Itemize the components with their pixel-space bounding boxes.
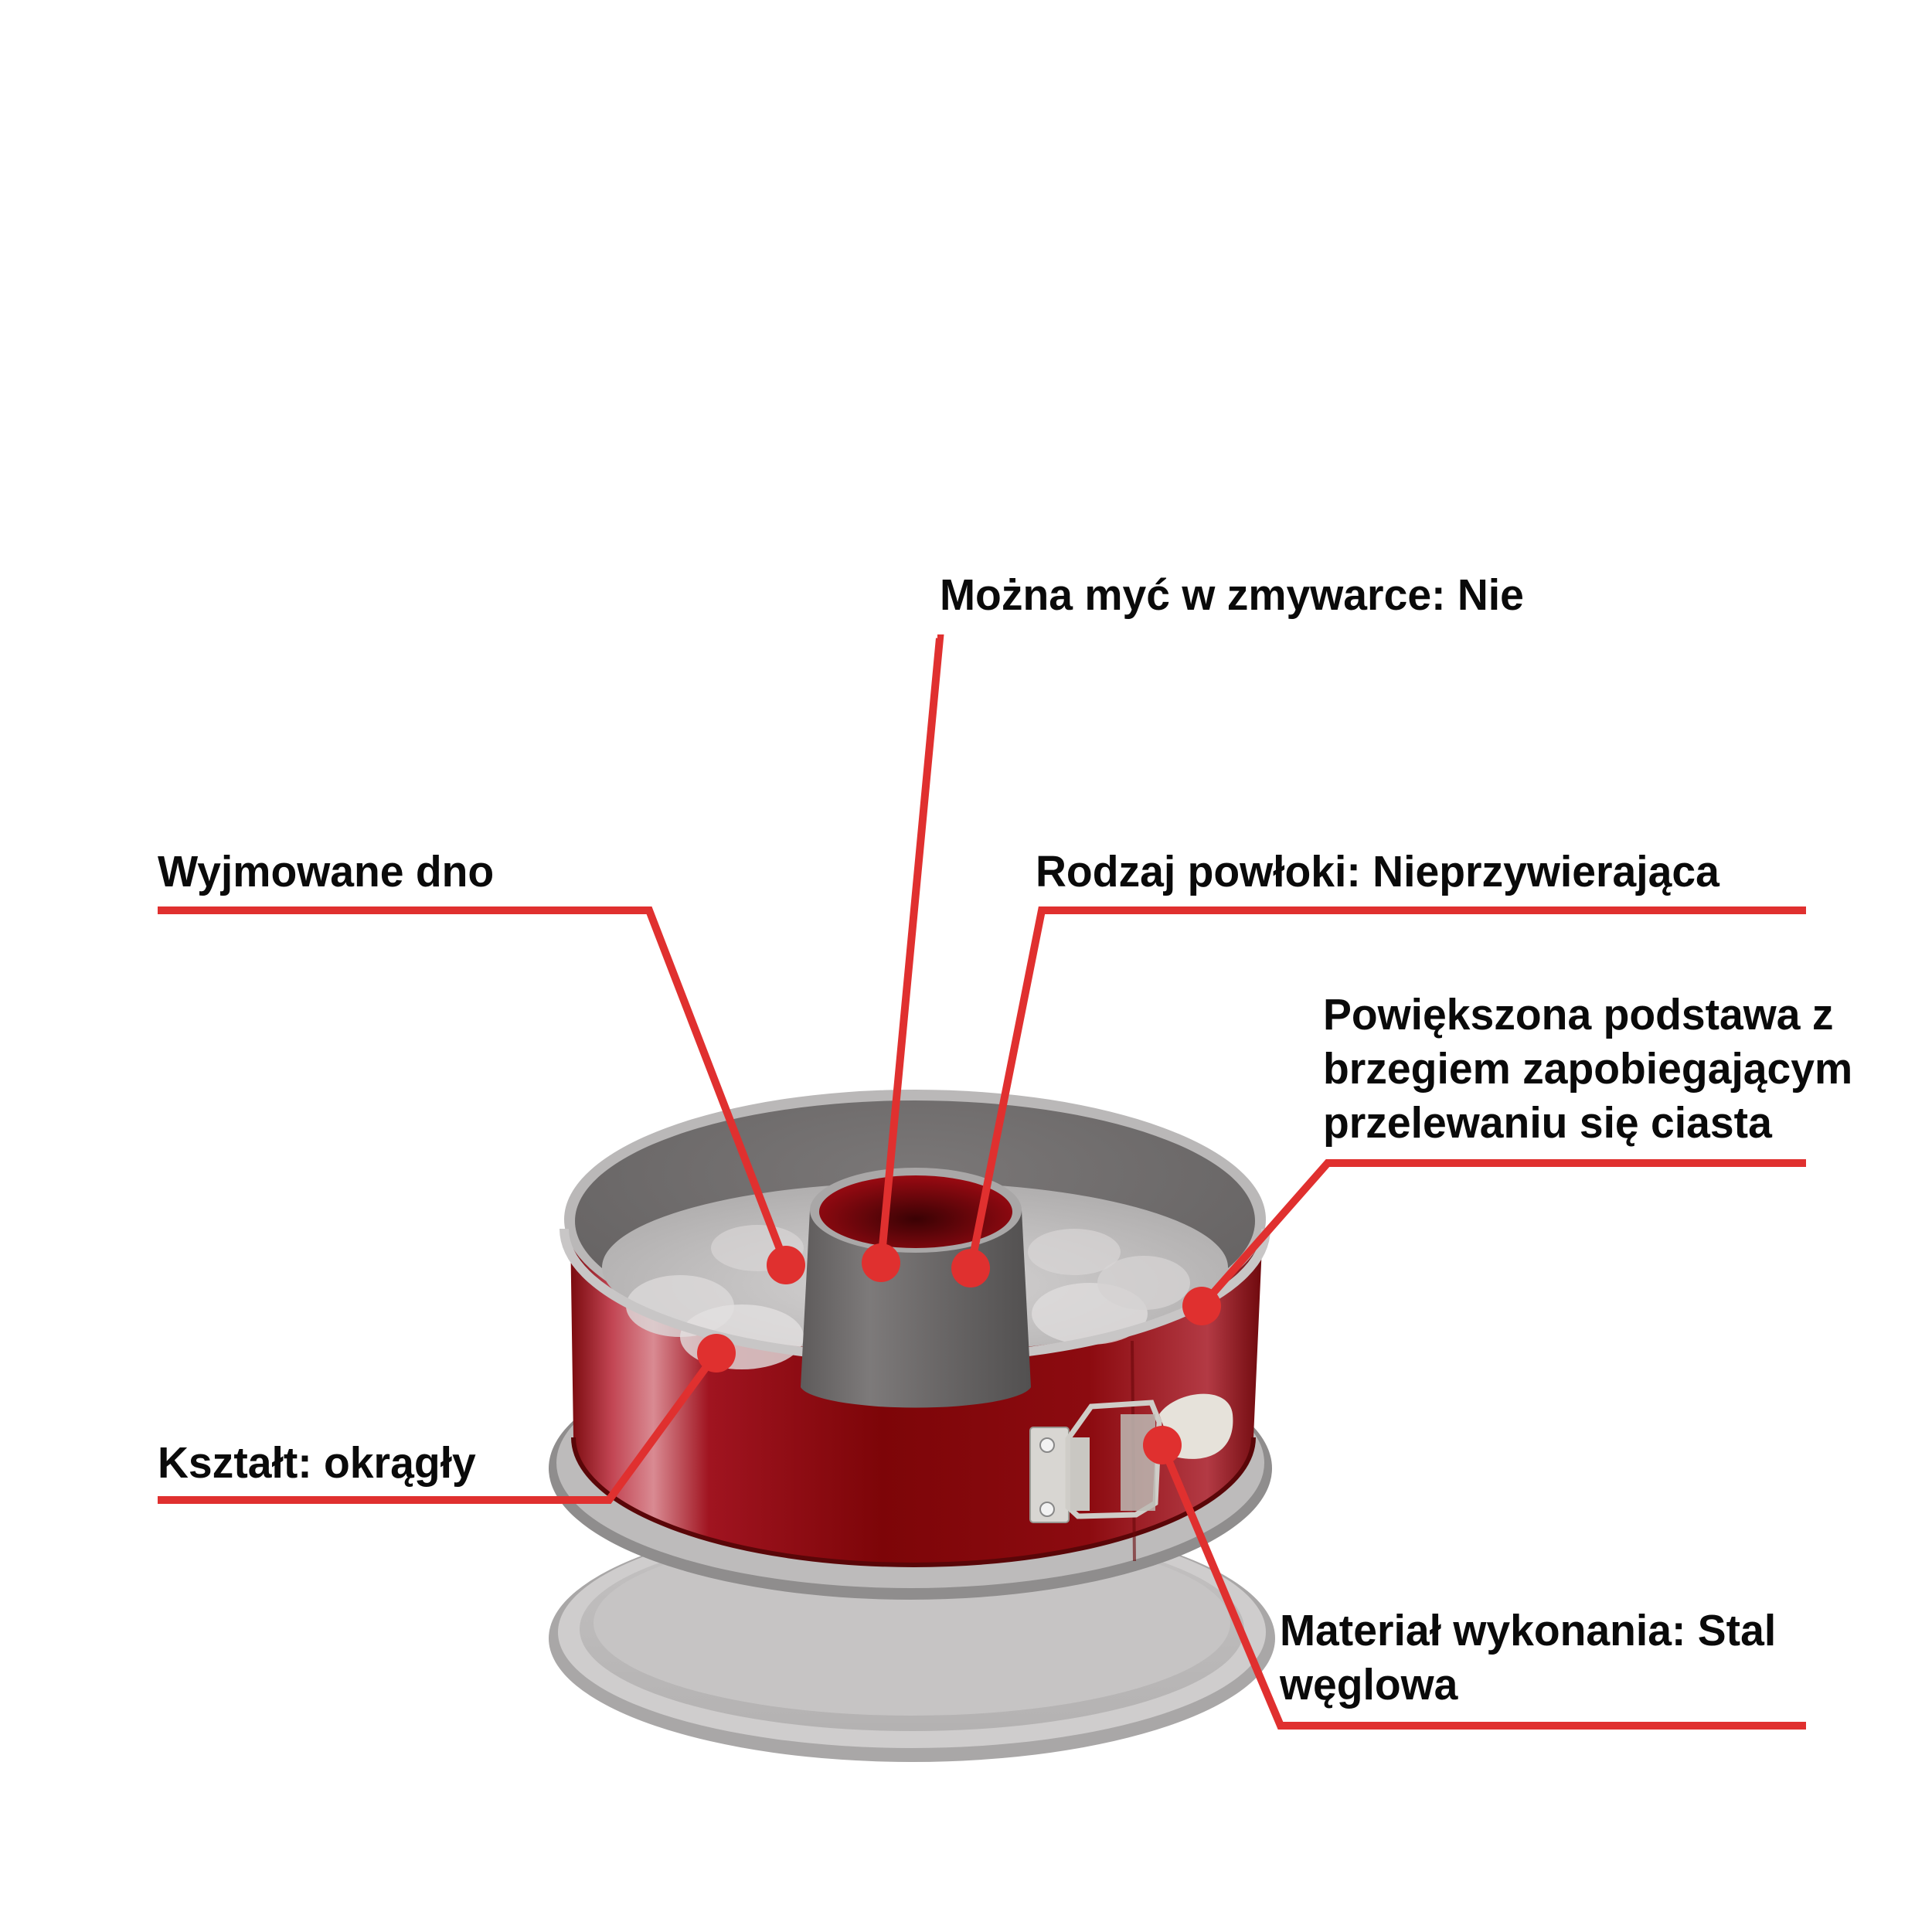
callout-text: Kształt: okrągły <box>158 1438 476 1488</box>
leader-dishwasher <box>862 634 944 1282</box>
callout-coating: Rodzaj powłoki: Nieprzywierająca <box>1036 845 1719 899</box>
leader-coating <box>951 906 1806 1287</box>
callout-text-line-2: brzegiem zapobiegającym <box>1323 1044 1853 1094</box>
callout-dot-marker-icon <box>1182 1287 1221 1325</box>
callout-text: Można myć w zmywarce: Nie <box>940 570 1524 620</box>
leader-line <box>158 1351 720 1504</box>
leader-material <box>1143 1426 1806 1730</box>
callout-dot-marker-icon <box>1143 1426 1182 1464</box>
callout-text: Wyjmowane dno <box>158 847 495 896</box>
leader-enlarged-base <box>1182 1159 1806 1325</box>
callout-text: Rodzaj powłoki: Nieprzywierająca <box>1036 847 1719 896</box>
callout-material: Materiał wykonania: Stal węglowa <box>1280 1604 1776 1712</box>
latch-clasp <box>1029 1393 1233 1523</box>
leader-removable-bottom <box>158 906 805 1284</box>
callout-dot-marker-icon <box>767 1246 805 1284</box>
callout-enlarged-base: Powiększona podstawa z brzegiem zapobieg… <box>1323 988 1852 1150</box>
leader-shape <box>158 1334 736 1504</box>
callout-shape: Kształt: okrągły <box>158 1436 476 1490</box>
callout-text-line-2: węglowa <box>1280 1660 1458 1709</box>
callout-text-line-1: Materiał wykonania: Stal <box>1280 1606 1777 1655</box>
callout-text-line-1: Powiększona podstawa z <box>1323 990 1834 1039</box>
callout-dot-marker-icon <box>697 1334 736 1372</box>
callout-dishwasher: Można myć w zmywarce: Nie <box>940 568 1524 622</box>
leader-line <box>158 906 790 1267</box>
callout-removable-bottom: Wyjmowane dno <box>158 845 494 899</box>
callout-dot-marker-icon <box>951 1249 990 1287</box>
leader-line <box>1199 1159 1806 1309</box>
leader-line <box>967 906 1806 1269</box>
callout-dot-marker-icon <box>862 1243 900 1282</box>
leader-line <box>877 634 944 1264</box>
leader-line <box>1158 1444 1806 1730</box>
callout-text-line-3: przelewaniu się ciasta <box>1323 1098 1772 1148</box>
